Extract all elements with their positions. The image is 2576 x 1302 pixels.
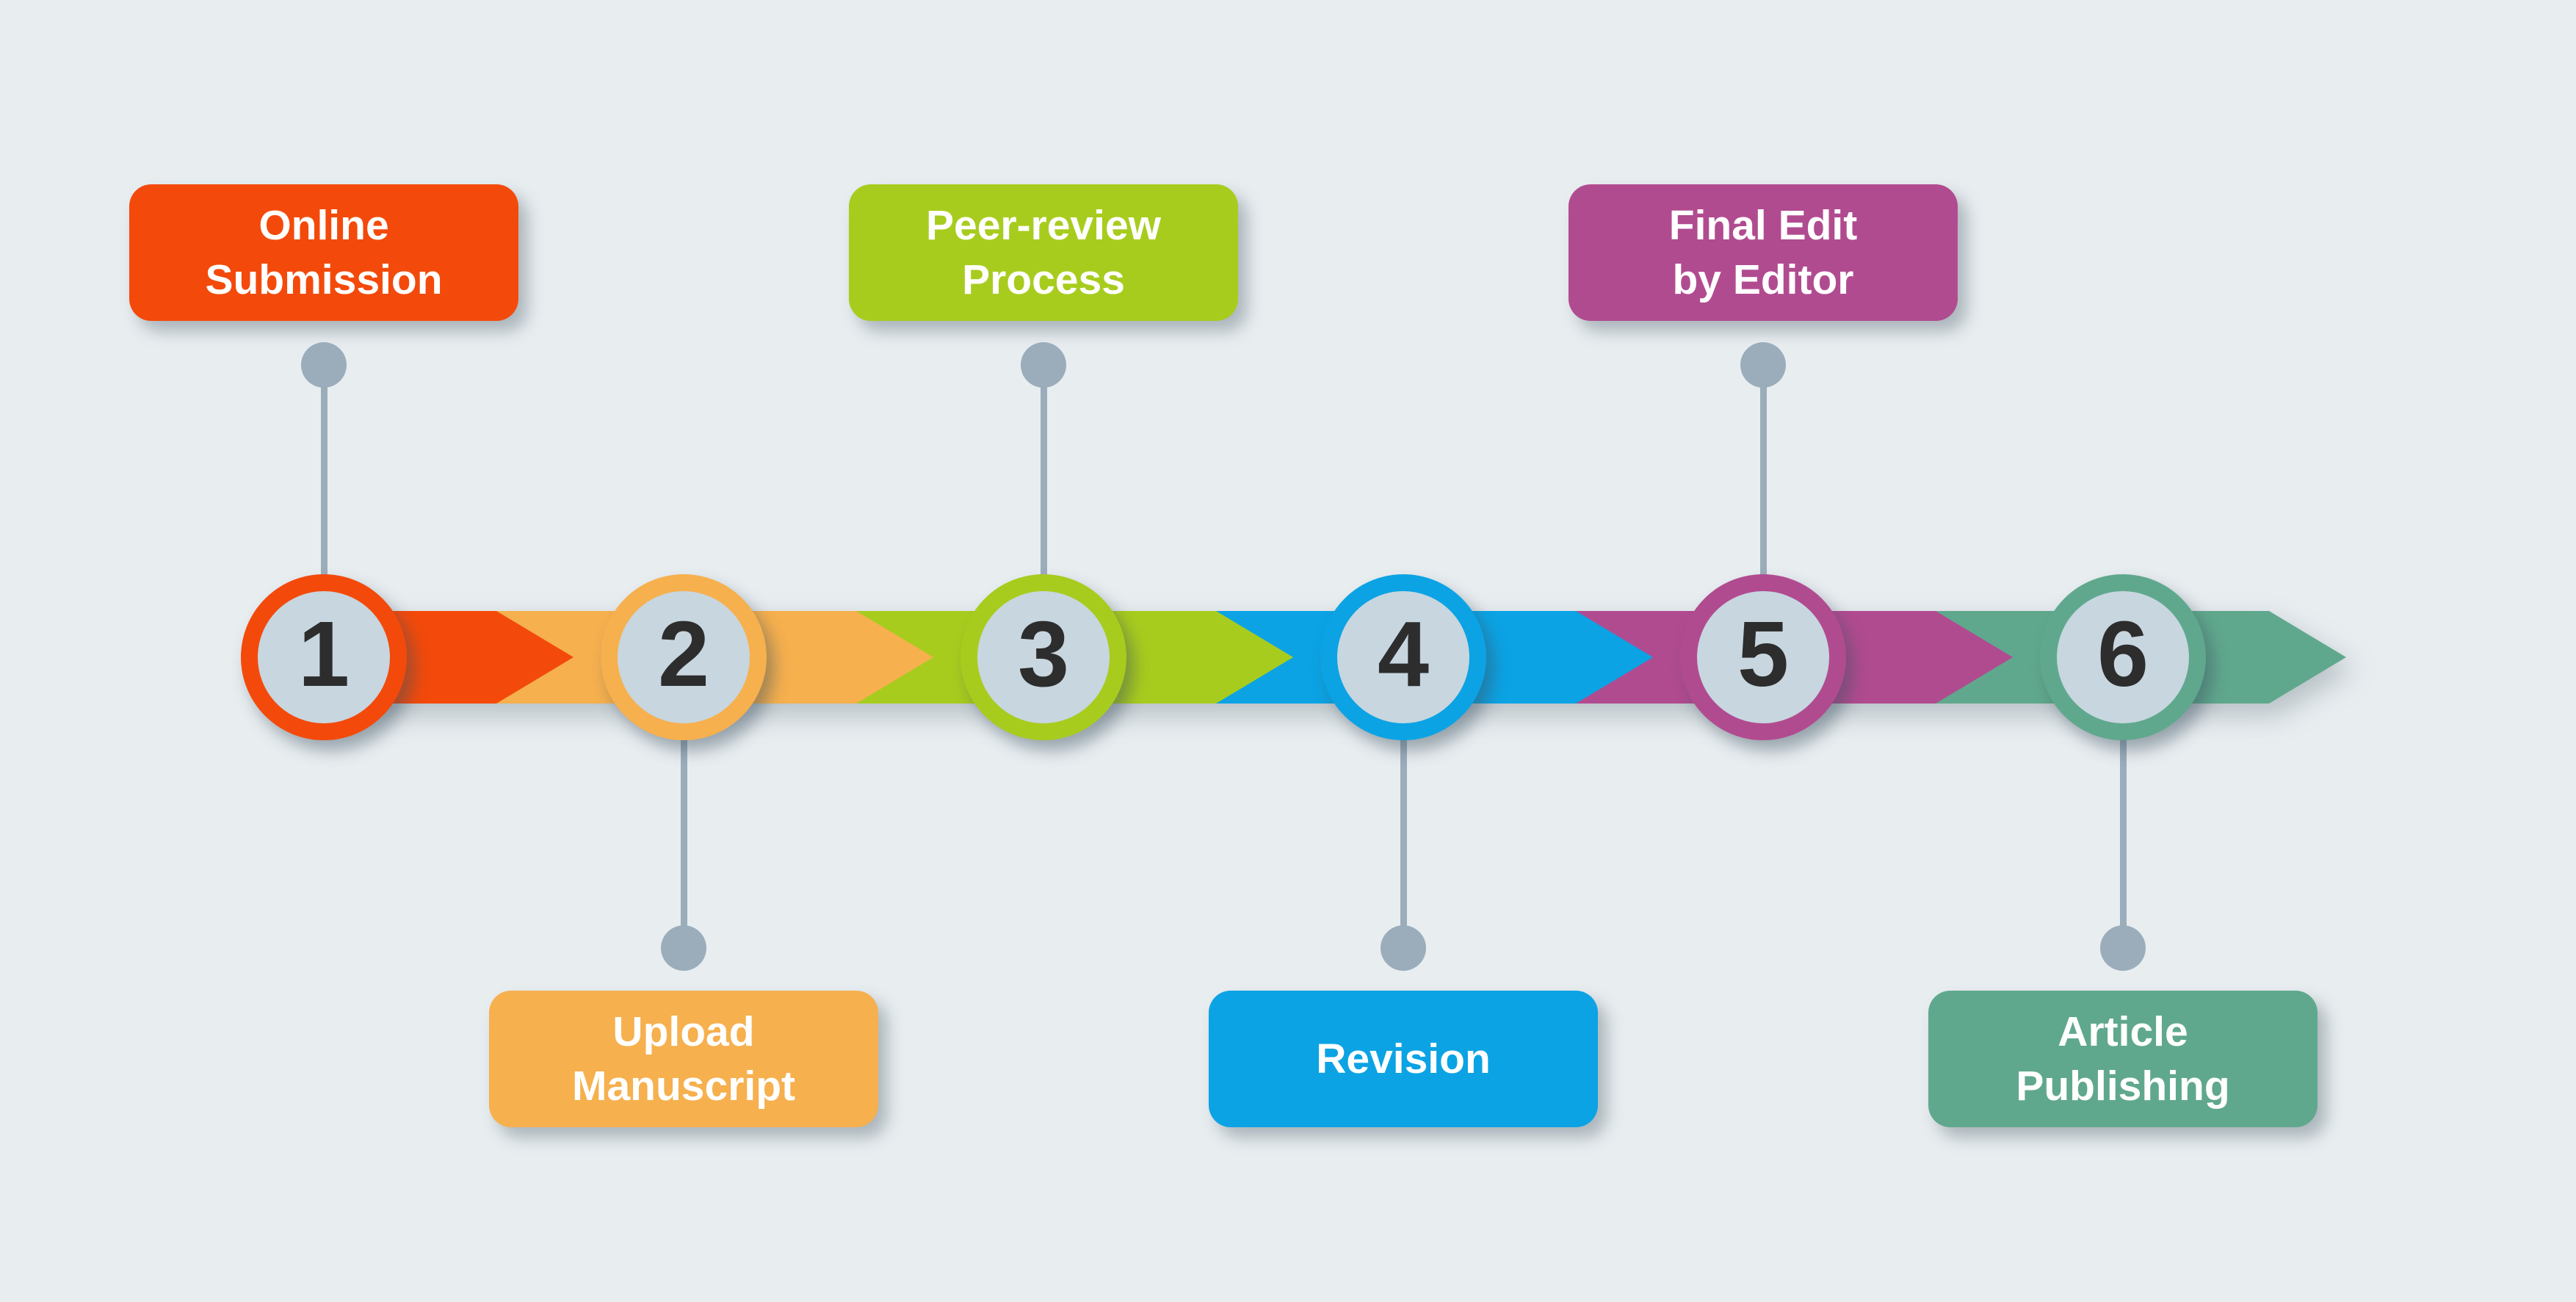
- step-2-upload-manuscript: Upload Manuscript 2: [489, 0, 878, 1302]
- step-6-number: 6: [2096, 602, 2149, 706]
- step-6-label-box: Article Publishing: [1928, 991, 2318, 1127]
- step-2-circle: 2: [601, 574, 767, 740]
- step-4-revision: Revision 4: [1209, 0, 1598, 1302]
- step-1-circle: 1: [241, 574, 407, 740]
- step-3-circle: 3: [960, 574, 1126, 740]
- step-4-label-box: Revision: [1209, 991, 1598, 1127]
- step-1-label: Online Submission: [205, 201, 443, 303]
- step-2-connector-dot: [661, 925, 706, 971]
- step-6-article-publishing: Article Publishing 6: [1928, 0, 2318, 1302]
- step-4-connector-line: [1400, 726, 1407, 948]
- step-5-label-box: Final Edit by Editor: [1569, 184, 1958, 321]
- step-6-label: Article Publishing: [2016, 1008, 2230, 1110]
- step-4-connector-dot: [1381, 925, 1426, 971]
- step-3-connector-line: [1041, 365, 1047, 589]
- step-3-label-box: Peer-review Process: [849, 184, 1238, 321]
- step-5-connector-dot: [1740, 342, 1786, 388]
- step-5-number: 5: [1737, 602, 1790, 706]
- step-1-connector-dot: [301, 342, 347, 388]
- step-3-peer-review-process: Peer-review Process 3: [849, 0, 1238, 1302]
- step-6-circle: 6: [2040, 574, 2206, 740]
- step-5-connector-line: [1760, 365, 1767, 589]
- step-1-online-submission: Online Submission 1: [129, 0, 518, 1302]
- step-5-circle: 5: [1680, 574, 1846, 740]
- step-3-connector-dot: [1021, 342, 1066, 388]
- step-2-label-box: Upload Manuscript: [489, 991, 878, 1127]
- step-1-number: 1: [297, 602, 350, 706]
- step-5-final-edit-by-editor: Final Edit by Editor 5: [1569, 0, 1958, 1302]
- step-5-label: Final Edit by Editor: [1668, 201, 1858, 303]
- step-2-number: 2: [657, 602, 710, 706]
- step-4-label: Revision: [1316, 1035, 1491, 1082]
- step-3-number: 3: [1017, 602, 1070, 706]
- step-6-connector-dot: [2100, 925, 2146, 971]
- step-4-circle: 4: [1320, 574, 1486, 740]
- step-1-label-box: Online Submission: [129, 184, 518, 321]
- step-4-number: 4: [1377, 602, 1430, 706]
- step-6-connector-line: [2120, 726, 2127, 948]
- step-1-connector-line: [321, 365, 328, 589]
- step-2-label: Upload Manuscript: [571, 1008, 796, 1110]
- step-3-label: Peer-review Process: [925, 201, 1162, 303]
- step-2-connector-line: [681, 726, 687, 948]
